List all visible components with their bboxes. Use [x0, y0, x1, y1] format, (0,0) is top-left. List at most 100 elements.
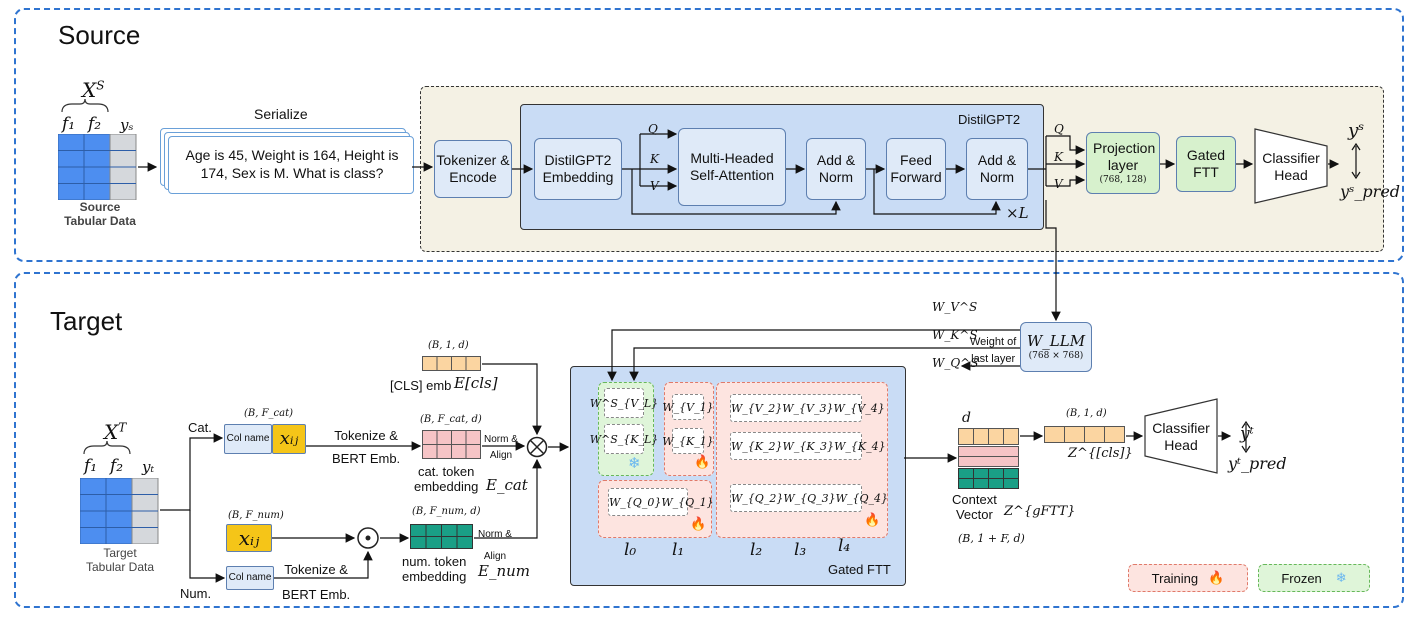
q-label-1: Q [648, 122, 658, 136]
addnorm1-box: Add & Norm [806, 138, 866, 200]
classifier-head-target [1144, 398, 1218, 474]
k-label-1: K [650, 152, 659, 166]
zcls-dims: (B, 1, d) [1066, 408, 1107, 419]
source-panel [14, 8, 1404, 262]
cat-label: Cat. [188, 420, 212, 435]
target-col-f2: f₂ [110, 456, 124, 476]
classifier-head-source [1254, 128, 1328, 204]
layer-l0: l₀ [624, 540, 637, 560]
cat-dims: (B, F_cat) [244, 408, 294, 419]
context-dims: (B, 1 + F, d) [958, 532, 1025, 545]
fire-icon-q01: 🔥 [690, 516, 707, 531]
norm-align-cat: Norm &Align [484, 434, 518, 461]
frozen-w-k: W^S_{K_L} [590, 424, 658, 454]
target-title: Target [50, 306, 123, 336]
xij-num: xᵢⱼ [226, 524, 272, 552]
w-v-label: W_V^S [932, 300, 978, 314]
classifier-head-target-label: Classifier Head [1152, 420, 1210, 453]
serialize-stack-1 [168, 136, 414, 194]
cat-token-embedding [422, 430, 481, 459]
cls-embedding [422, 356, 481, 371]
distilgpt2-title: DistilGPT2 [958, 112, 1021, 127]
tokenizer-box: Tokenizer & Encode [434, 140, 512, 198]
cat-sym: E_cat [486, 476, 528, 494]
target-col-f1: f₁ [84, 456, 98, 476]
frozen-w-v: W^S_{V_L} [590, 388, 658, 418]
layer-l1: l₁ [672, 540, 685, 560]
num-dims: (B, F_num) [228, 510, 284, 521]
w-q0-q1: W_{Q_0} W_{Q_1} [608, 488, 714, 516]
k-label-2: K [1054, 150, 1063, 164]
norm-align-num: Norm &Align [478, 529, 512, 562]
y-source-out: yˢ [1348, 120, 1365, 141]
w-v4: W_{V_4} [833, 401, 885, 415]
w-k4: W_{K_4} [834, 439, 886, 453]
gated-ftt-target-title: Gated FTT [828, 562, 891, 577]
cat-token-dims: (B, F_cat, d) [420, 414, 482, 425]
mhsa-box: Multi-Headed Self-Attention [678, 128, 786, 206]
odot-operator [357, 527, 379, 549]
w-q4: W_{Q_4} [835, 491, 888, 505]
w-v3: W_{V_3} [782, 401, 834, 415]
layer-l3: l₃ [794, 540, 807, 560]
y-source-pred: yˢ_pred [1340, 182, 1401, 201]
target-table-label: XT [104, 420, 127, 444]
w-q1: W_{Q_1} [661, 495, 714, 509]
addnorm2-box: Add & Norm [966, 138, 1028, 200]
projection-box: Projection layer (768, 128) [1086, 132, 1160, 194]
w-v2: W_{V_2} [731, 401, 783, 415]
classifier-head-source-label: Classifier Head [1262, 150, 1320, 183]
legend-frozen-label: Frozen [1281, 570, 1322, 586]
w-v1: W_{V_1} [662, 394, 714, 420]
source-col-y: yₛ [120, 116, 134, 134]
feedforward-box: Feed Forward [886, 138, 946, 200]
source-table [58, 134, 137, 200]
target-col-y: yₜ [142, 458, 155, 476]
xij-cat: xᵢⱼ [272, 424, 306, 454]
w-k-rest: W_{K_2} W_{K_3} W_{K_4} [730, 432, 886, 460]
w-v-rest: W_{V_2} W_{V_3} W_{V_4} [730, 394, 885, 422]
gated-ftt-source-box: Gated FTT [1176, 136, 1236, 192]
col-name-cat: Col name [224, 424, 272, 454]
source-col-f1: f₁ [62, 114, 76, 134]
fire-icon-l1: 🔥 [694, 454, 711, 469]
times-l-label: ×L [1006, 204, 1029, 222]
context-vector [958, 428, 1019, 489]
zcls-vector [1044, 426, 1125, 443]
w-k3: W_{K_3} [782, 439, 835, 453]
w-k1: W_{K_1} [662, 428, 714, 454]
layer-l2: l₂ [750, 540, 763, 560]
legend-training-label: Training [1151, 570, 1199, 586]
source-table-label: XS [82, 78, 105, 102]
tokenize-bert-cat: Tokenize &BERT Emb. [332, 428, 401, 467]
legend-training: Training 🔥 [1128, 564, 1248, 592]
col-name-num: Col name [226, 566, 274, 590]
v-label-2: V [1054, 177, 1063, 191]
legend-frozen: Frozen ❄ [1258, 564, 1370, 592]
num-token-dims: (B, F_num, d) [412, 506, 481, 517]
serialize-label: Serialize [254, 106, 308, 122]
source-brace [61, 98, 109, 113]
d-label: d [962, 410, 971, 426]
y-target-out: yᵗ [1240, 424, 1254, 444]
y-target-pred: yᵗ_pred [1228, 454, 1287, 473]
serialized-text: Age is 45, Weight is 164, Height is 174,… [185, 147, 399, 182]
embedding-box: DistilGPT2 Embedding [534, 138, 622, 200]
w-q3: W_{Q_3} [783, 491, 836, 505]
target-panel [14, 272, 1404, 608]
v-label-1: V [650, 179, 659, 193]
source-title: Source [58, 20, 141, 50]
tokenize-bert-num: Tokenize &BERT Emb. [282, 562, 351, 602]
legend-fire-icon: 🔥 [1208, 570, 1225, 585]
cls-sym: E[cls] [454, 374, 498, 392]
q-label-2: Q [1054, 122, 1064, 136]
num-token-embedding [410, 524, 473, 549]
cls-emb-label: [CLS] emb [390, 378, 452, 393]
fire-icon-l234: 🔥 [864, 512, 881, 527]
num-sym: E_num [478, 562, 530, 580]
